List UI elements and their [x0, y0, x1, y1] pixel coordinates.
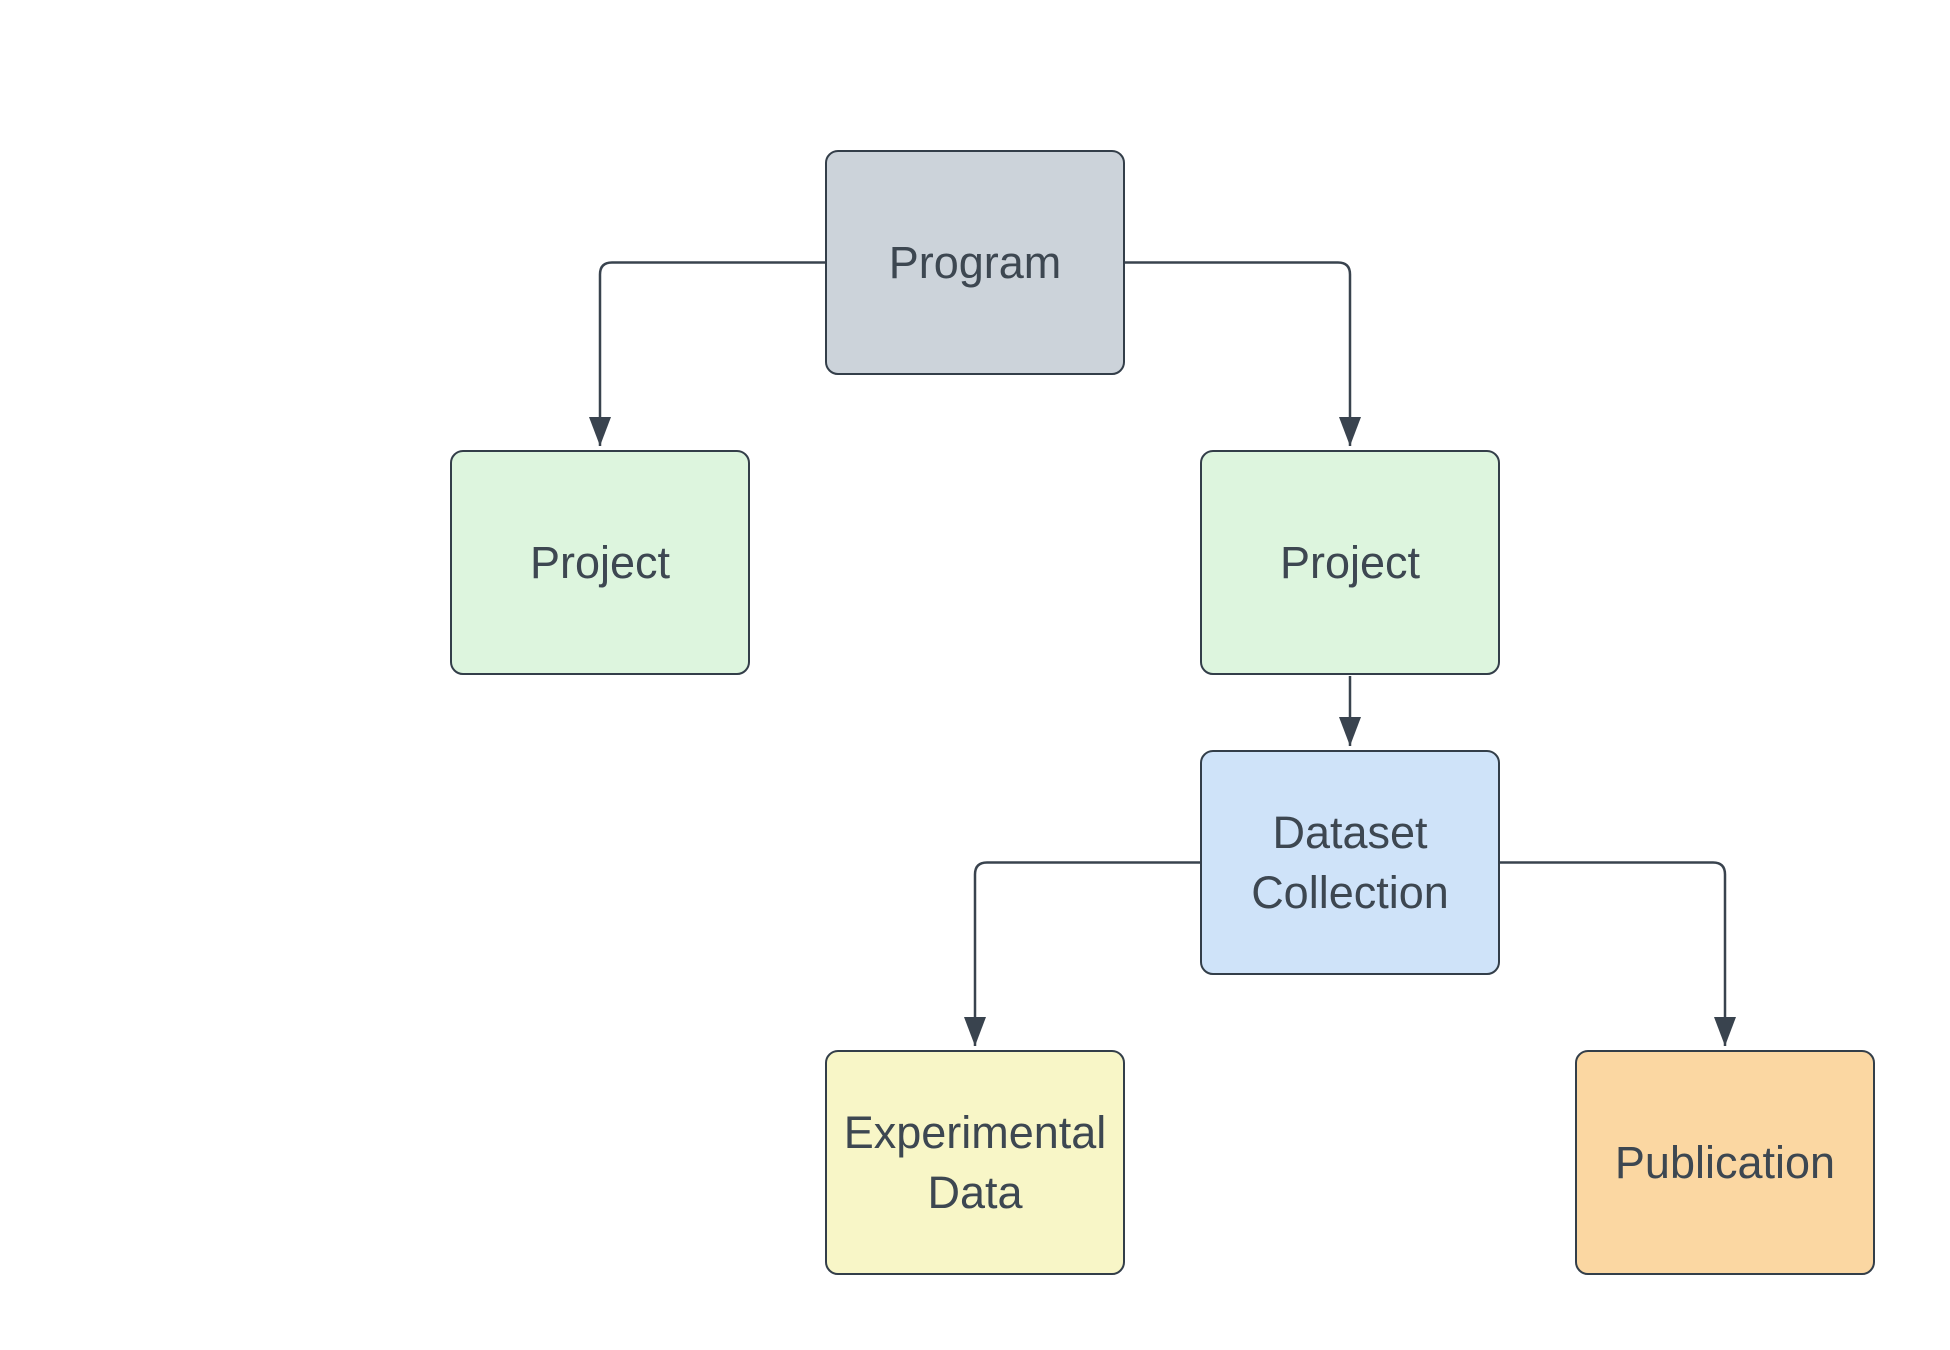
node-label: Publication: [1614, 1136, 1836, 1188]
edge-program-to-project-left: [589, 261, 825, 446]
node-program: Program: [825, 150, 1125, 375]
node-project-left: Project: [450, 450, 750, 675]
edge-dataset-collection-to-experimental-data: [964, 861, 1200, 1046]
node-project-right: Project: [1200, 450, 1500, 675]
node-label: Collection: [1251, 866, 1449, 918]
edge-dataset-collection-to-publication: [1500, 861, 1736, 1046]
node-label: Dataset: [1272, 806, 1428, 858]
node-label: Program: [888, 236, 1062, 288]
node-label: Experimental: [843, 1106, 1107, 1158]
node-label: Project: [1279, 536, 1421, 588]
node-label: Project: [529, 536, 671, 588]
node-dataset-collection: Dataset Collection: [1200, 750, 1500, 975]
node-publication: Publication: [1575, 1050, 1875, 1275]
edge-program-to-project-right: [1125, 261, 1361, 446]
node-label: Data: [927, 1166, 1023, 1218]
node-experimental-data: Experimental Data: [825, 1050, 1125, 1275]
